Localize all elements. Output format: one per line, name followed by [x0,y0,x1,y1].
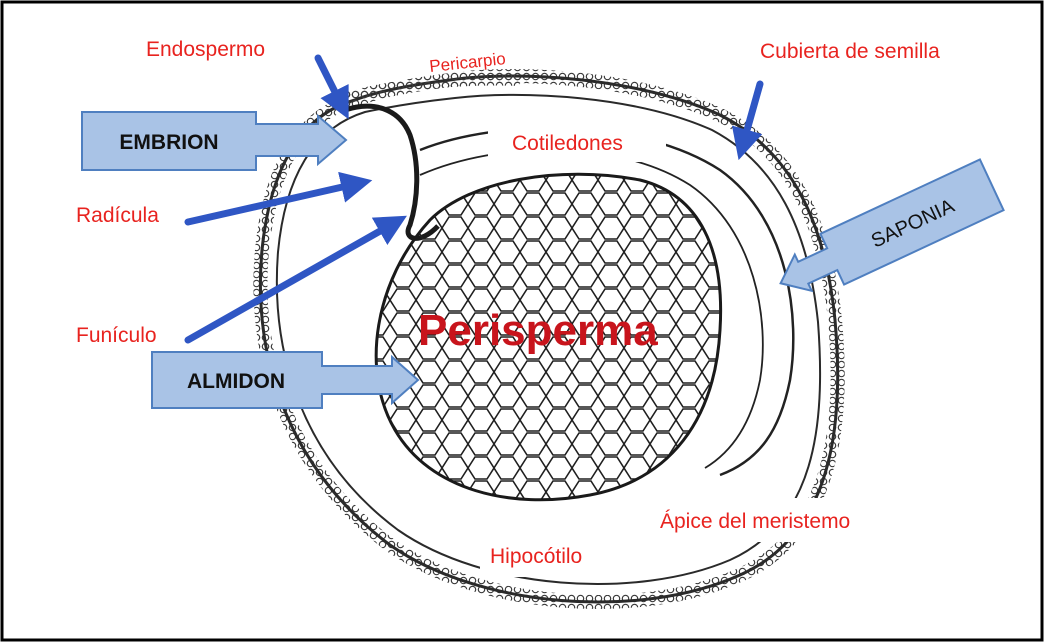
saponia-callout: SAPONIA [769,159,1004,308]
label-hipocotilo: Hipocótilo [490,545,582,568]
label-radicula: Radícula [76,204,159,227]
embrion-label: EMBRION [119,131,218,154]
label-apice: Ápice del meristemo [660,510,850,533]
label-perisperma: Perisperma [418,306,658,355]
arrow-endospermo [318,58,343,108]
embryo-radicle [345,106,438,238]
almidon-label: ALMIDON [187,370,285,393]
label-funiculo: Funículo [76,324,157,347]
arrow-funiculo [188,222,396,340]
label-cotiledones: Cotiledones [512,132,623,155]
label-cubierta: Cubierta de semilla [760,40,940,63]
label-endospermo: Endospermo [146,38,265,61]
